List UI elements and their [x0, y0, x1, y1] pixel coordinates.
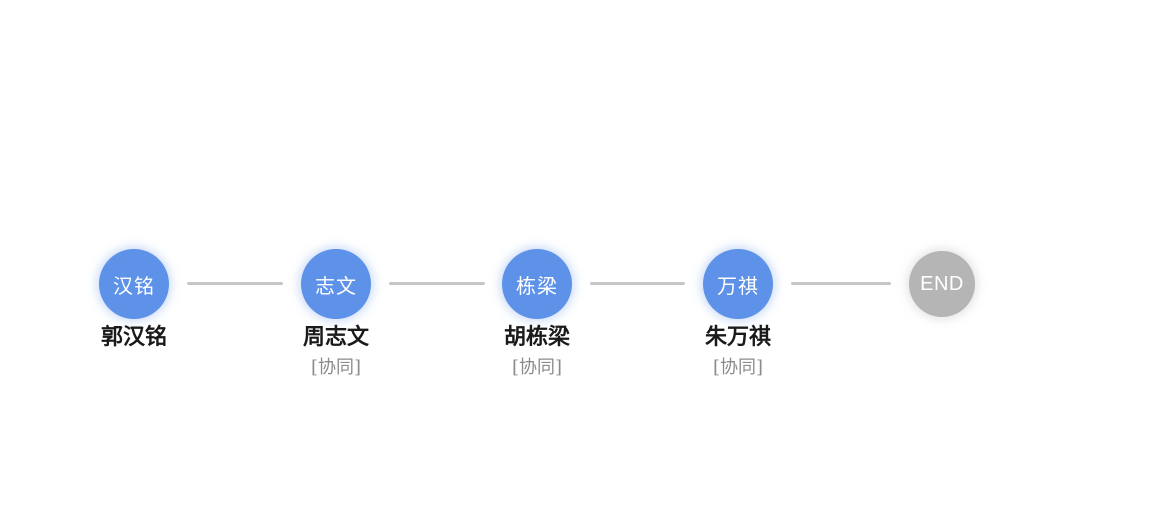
- avatar-text: 栋梁: [516, 275, 558, 298]
- node-name: 胡栋梁: [503, 324, 570, 350]
- connector-line-2: [389, 282, 485, 285]
- connector-line-1: [187, 282, 283, 285]
- flow-node-collaborator: 万祺 朱万祺 [协同]: [658, 249, 818, 379]
- flow-node-initiator: 汉铭 郭汉铭: [54, 249, 214, 350]
- node-role-tag: [协同]: [712, 357, 764, 378]
- flow-node-collaborator: 栋梁 胡栋梁 [协同]: [457, 249, 617, 379]
- end-text: END: [920, 272, 964, 295]
- connector-line-3: [590, 282, 685, 285]
- node-role-tag: [协同]: [310, 357, 362, 378]
- avatar-circle[interactable]: 栋梁: [502, 249, 572, 319]
- avatar-circle[interactable]: 志文: [301, 249, 371, 319]
- end-circle: END: [909, 251, 975, 317]
- node-name: 朱万祺: [704, 324, 771, 350]
- node-role-tag: [协同]: [511, 357, 563, 378]
- avatar-text: 万祺: [717, 275, 759, 298]
- avatar-circle[interactable]: 万祺: [703, 249, 773, 319]
- connector-line-4: [791, 282, 891, 285]
- avatar-text: 汉铭: [113, 275, 155, 298]
- node-name: 周志文: [302, 324, 369, 350]
- node-name: 郭汉铭: [100, 324, 167, 350]
- flow-node-end: END: [862, 249, 1022, 317]
- avatar-text: 志文: [315, 275, 357, 298]
- avatar-circle[interactable]: 汉铭: [99, 249, 169, 319]
- flow-node-collaborator: 志文 周志文 [协同]: [256, 249, 416, 379]
